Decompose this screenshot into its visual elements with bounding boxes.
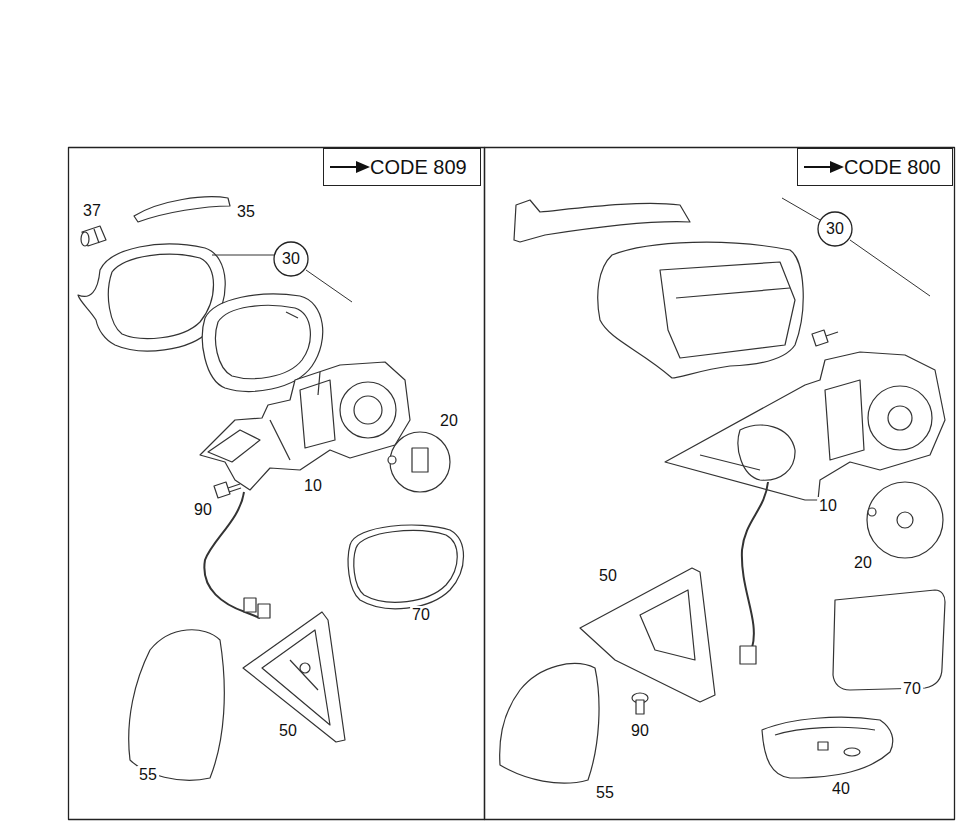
callout-circle: 30 (273, 241, 309, 277)
base-cover (129, 630, 225, 781)
arrow-symbol (330, 160, 370, 174)
callout-number: 90 (629, 722, 651, 740)
code-label: CODE 800 (844, 156, 941, 179)
panel-frame (69, 148, 485, 820)
lower-cover (762, 717, 893, 778)
motor-disk (867, 482, 943, 558)
bulb (81, 226, 106, 246)
mirror-glass (833, 590, 945, 690)
callout-number: 50 (277, 722, 299, 740)
callout-number: 37 (81, 202, 103, 220)
mirror-cap (598, 242, 803, 378)
callout-number: 55 (137, 766, 159, 784)
callout-number: 70 (901, 680, 923, 698)
code-box: CODE 800 (797, 148, 953, 186)
leader-line (782, 198, 930, 296)
callout-number: 40 (830, 780, 852, 798)
mirror-base (580, 568, 715, 702)
panel-frame (485, 148, 955, 820)
indicator-strip (134, 197, 230, 222)
base-cover (500, 664, 599, 784)
callout-number: 10 (302, 477, 324, 495)
motor-disk (388, 432, 450, 492)
callout-number: 90 (192, 501, 214, 519)
callout-number: 10 (817, 497, 839, 515)
drive-assembly (200, 362, 410, 490)
callout-number: 50 (597, 567, 619, 585)
drive-assembly (665, 352, 945, 500)
cable (204, 492, 270, 618)
callout-number: 35 (235, 203, 257, 221)
mirror-glass (348, 525, 463, 609)
callout-number: 20 (852, 554, 874, 572)
callout-number: 30 (826, 220, 844, 238)
screw (812, 330, 838, 346)
glass-edge (354, 531, 457, 603)
code-box: CODE 809 (323, 148, 481, 186)
callout-number: 70 (410, 606, 432, 624)
screw (214, 482, 241, 498)
indicator-strip (514, 200, 690, 242)
arrow-symbol (804, 160, 844, 174)
callout-number: 55 (594, 784, 616, 802)
callout-number: 20 (438, 412, 460, 430)
mirror-base (243, 612, 345, 742)
cable (740, 482, 768, 664)
code-label: CODE 809 (370, 156, 467, 179)
bolt (632, 693, 648, 714)
callout-number: 30 (282, 250, 300, 268)
callout-circle: 30 (817, 211, 853, 247)
